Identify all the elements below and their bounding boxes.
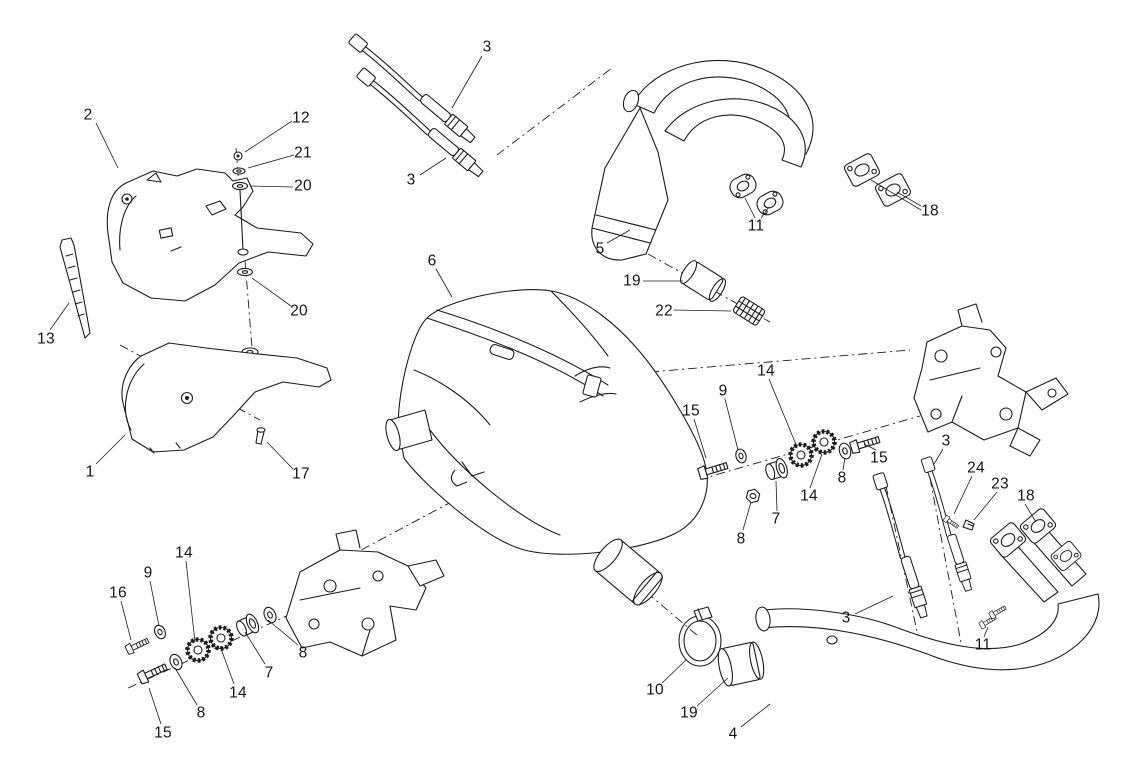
- mount-kit-right-drawing: [696, 432, 882, 505]
- front-manifold-drawing: [591, 59, 913, 326]
- lambda-sensors-top-drawing: [347, 32, 486, 180]
- leader-lines: [49, 55, 1037, 728]
- heat-shield-lower-drawing: [121, 342, 332, 454]
- bracket-right-drawing: [913, 303, 1069, 457]
- cable-tie-drawing: [59, 237, 91, 339]
- heat-shield-upper-drawing: [106, 168, 314, 302]
- mount-kit-left-drawing: [124, 604, 279, 686]
- silencer-drawing: [385, 289, 708, 606]
- bracket-left-drawing: [285, 529, 445, 657]
- rear-exhaust-drawing: [678, 455, 1100, 687]
- fastener-stack-drawing: [231, 151, 266, 445]
